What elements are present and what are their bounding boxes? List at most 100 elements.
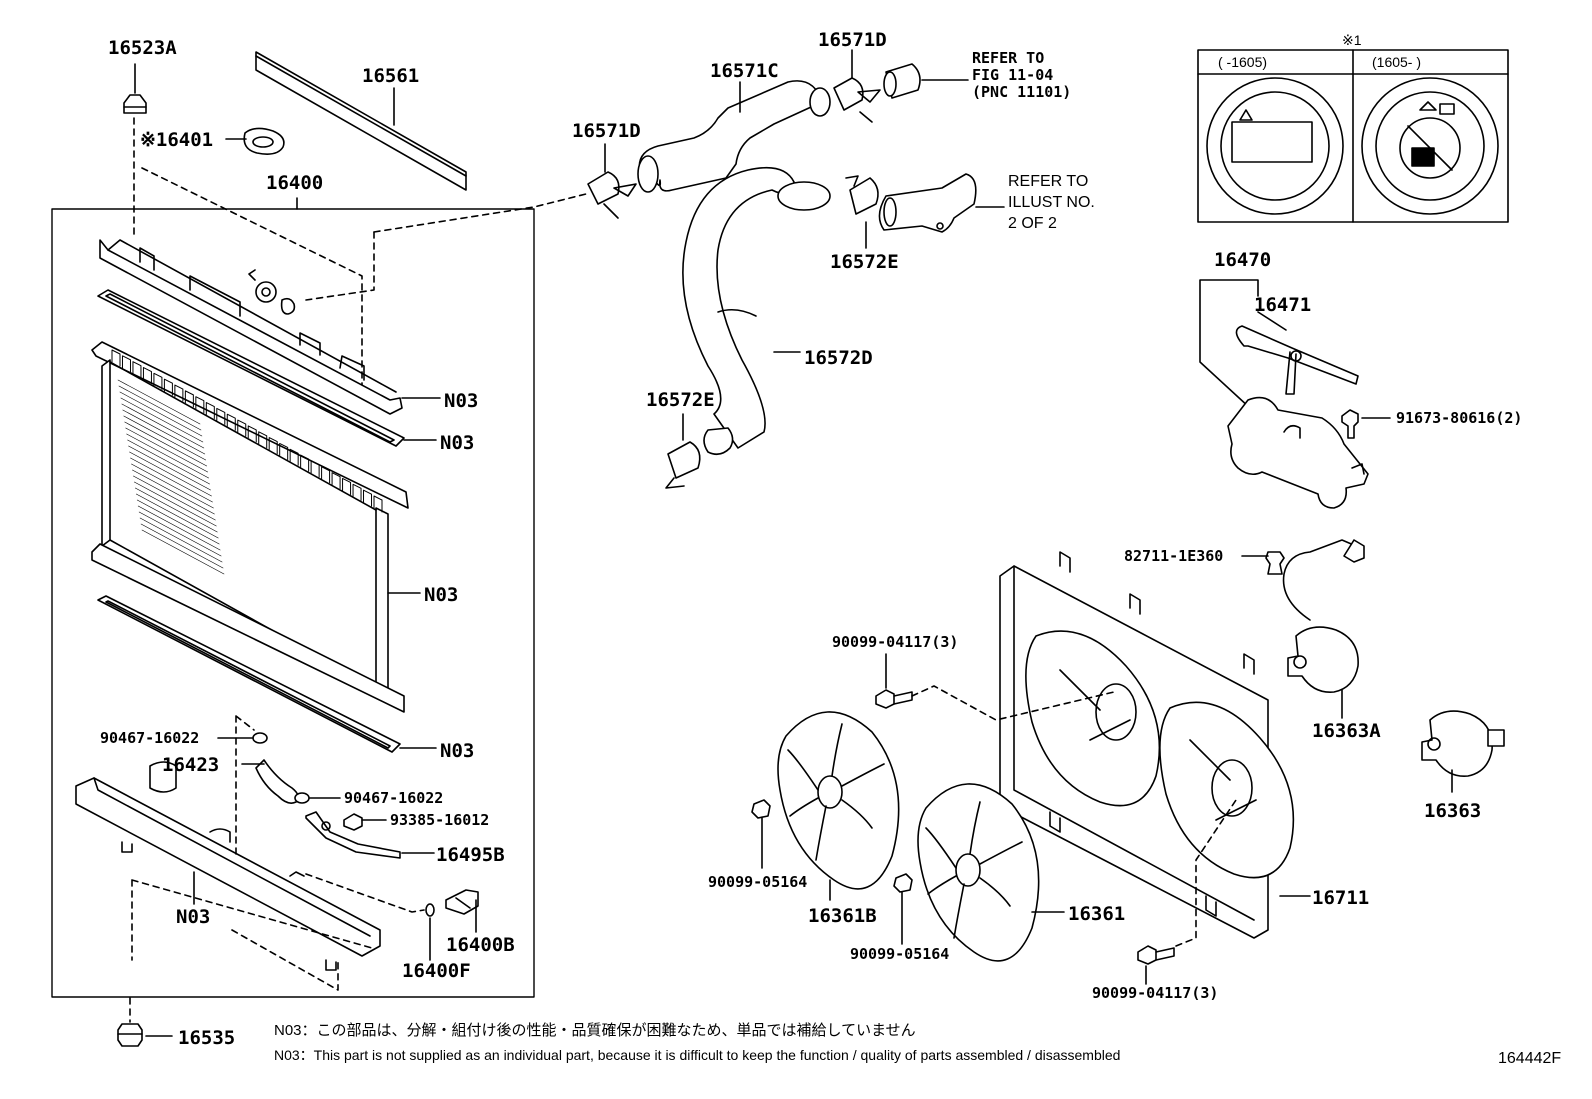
clamp-16571D-left <box>587 171 637 219</box>
core-fin <box>216 407 226 425</box>
core-fin <box>226 413 236 431</box>
dash-hose <box>373 193 587 233</box>
outlet-illust-2 <box>878 173 977 233</box>
core-tube <box>117 379 201 425</box>
clamp-16572E-top <box>845 175 879 215</box>
core-fin <box>142 367 152 385</box>
oring-16400F <box>425 903 435 917</box>
core-tube <box>139 517 223 563</box>
core-tube <box>126 433 209 479</box>
core-fin <box>373 495 383 513</box>
cap-new-icon <box>1361 77 1499 215</box>
label-16711: 16711 <box>1312 887 1370 909</box>
core-tube <box>129 451 212 497</box>
core-tube <box>128 445 211 491</box>
core-fin <box>174 384 184 402</box>
label-82711-1E360: 82711-1E360 <box>1124 547 1224 565</box>
core-tube <box>125 427 208 473</box>
label-90467-16022-b: 90467-16022 <box>344 789 444 807</box>
bolt-90099-04117-bottom <box>1137 945 1175 965</box>
ref-fig-11-04: REFER TO FIG 11-04 (PNC 11101) <box>972 49 1072 101</box>
label-90099-05164-left: 90099-05164 <box>708 873 808 891</box>
fan-shroud-16711 <box>999 551 1295 939</box>
core-fin <box>121 355 131 373</box>
bolt-93385 <box>343 813 363 831</box>
label-16523A: 16523A <box>108 37 177 59</box>
clamp-90467-b <box>294 792 310 804</box>
hose-16423 <box>255 759 300 804</box>
core-fin <box>132 361 142 379</box>
core-fin <box>363 489 373 507</box>
core-fin <box>184 390 194 408</box>
label-90467-16022-a: 90467-16022 <box>100 729 200 747</box>
core-fin <box>237 419 247 437</box>
note-japanese: N03：この部品は、分解・組付け後の性能・品質確保が困難なため、単品では補給して… <box>274 1022 916 1039</box>
label-90099-04117-top: 90099-04117(3) <box>832 633 959 651</box>
bolt-91673 <box>1341 409 1359 439</box>
inset-header-old: ( -1605) <box>1218 54 1268 70</box>
label-16363A: 16363A <box>1312 720 1381 742</box>
label-16363: 16363 <box>1424 800 1482 822</box>
label-16361B: 16361B <box>808 905 877 927</box>
note-english: N03：This part is not supplied as an indi… <box>274 1047 1121 1063</box>
dash-drain-plug <box>305 873 425 913</box>
nut-90099-05164-left <box>751 799 771 819</box>
core-fin <box>258 431 268 449</box>
reservoir-16470 <box>1227 396 1369 509</box>
motor-16363 <box>1421 710 1505 777</box>
label-16561: 16561 <box>362 65 420 87</box>
core-fin <box>205 402 215 420</box>
label-16470: 16470 <box>1214 249 1272 271</box>
core-tube <box>118 385 202 431</box>
seal-16561 <box>255 51 467 191</box>
core-tube <box>136 499 220 545</box>
core-fin <box>279 442 289 460</box>
label-16400B: 16400B <box>446 934 515 956</box>
inset-cap-table <box>1197 49 1509 223</box>
radiator-core <box>91 341 409 713</box>
core-tube <box>141 529 225 575</box>
lower-gasket <box>97 595 401 753</box>
label-16572E-bottom: 16572E <box>646 389 715 411</box>
upper-gasket <box>97 289 405 447</box>
label-16571D-left: 16571D <box>572 120 641 142</box>
label-16471: 16471 <box>1254 294 1312 316</box>
connector-82711 <box>1265 551 1285 575</box>
core-tube <box>140 523 224 569</box>
core-tube <box>137 505 221 551</box>
clamp-16571D-top <box>833 77 881 123</box>
label-16401: ※16401 <box>140 129 214 151</box>
radiator-group-frame <box>51 208 535 998</box>
hose-16572D <box>682 166 831 456</box>
pipe-fig11-04 <box>883 63 921 99</box>
drain-pipe-16495B <box>305 811 401 859</box>
core-tube <box>127 439 210 485</box>
label-90099-05164-mid: 90099-05164 <box>850 945 950 963</box>
label-n03-core: N03 <box>424 584 459 606</box>
label-16495B: 16495B <box>436 844 505 866</box>
core-fin <box>331 472 341 490</box>
label-16572D: 16572D <box>804 347 873 369</box>
label-n03-upper-gasket: N03 <box>440 432 475 454</box>
core-fin <box>111 349 121 367</box>
core-fin <box>289 448 299 466</box>
core-tube <box>123 415 207 461</box>
dash-bolt-top <box>911 685 1115 721</box>
core-tube <box>130 457 213 503</box>
fan-16361 <box>917 783 1040 962</box>
core-tube <box>120 397 204 443</box>
core-tube <box>135 493 219 539</box>
label-93385-16012: 93385-16012 <box>390 811 490 829</box>
label-16400: 16400 <box>266 172 324 194</box>
lower-tank <box>75 761 381 971</box>
dash-cap <box>305 231 375 301</box>
hose-16571C <box>637 80 831 193</box>
core-tube <box>119 391 203 437</box>
core-fin <box>268 437 278 455</box>
inset-marker: ※1 <box>1342 32 1362 48</box>
core-fin <box>153 372 163 390</box>
leader-16471 <box>1257 311 1287 331</box>
core-fin <box>342 477 352 495</box>
label-16535: 16535 <box>178 1027 236 1049</box>
